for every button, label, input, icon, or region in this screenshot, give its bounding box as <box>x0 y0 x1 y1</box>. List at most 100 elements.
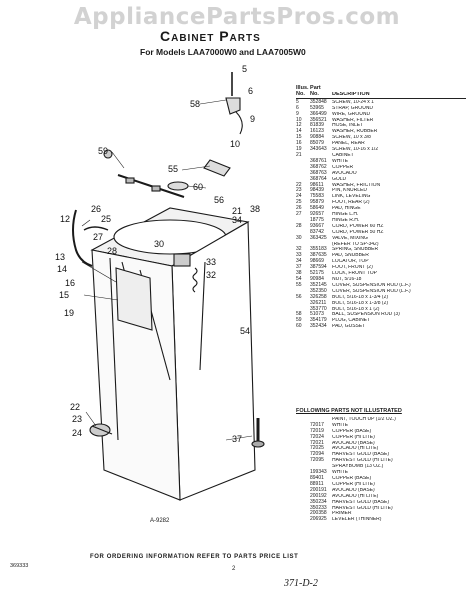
description: SPRING, SNUBBER <box>332 247 379 253</box>
part-no: 366499 <box>310 110 327 117</box>
description: FOOT, FRONT (2) <box>332 265 373 271</box>
part-no: 353770 <box>310 305 327 312</box>
part-no: 368762 <box>310 163 327 170</box>
part-no: 95879 <box>310 199 324 206</box>
figure-reference: A-9282 <box>150 518 170 524</box>
part-no: 368761 <box>310 157 327 164</box>
page-title: Cabinet Parts <box>160 28 261 44</box>
part-no: 199343 <box>310 469 327 476</box>
part-no: 368763 <box>310 169 327 176</box>
callout-22: 22 <box>70 402 80 412</box>
callout-38: 38 <box>250 204 260 214</box>
part-no: 352145 <box>310 281 327 288</box>
part-no: 72024 <box>310 433 324 440</box>
description: COPPER (BASE) <box>332 475 372 481</box>
parts-header: No. No. DESCRIPTION <box>296 91 466 99</box>
illus-no: 5 <box>296 98 299 105</box>
handwritten-number: 371-D-2 <box>284 578 318 589</box>
parts-header-top: Illus. Part <box>296 85 321 91</box>
description: PLUG, CABINET <box>332 318 371 324</box>
part-no: 51073 <box>310 311 324 318</box>
cabinet-plug <box>103 149 113 159</box>
callout-13: 13 <box>55 252 65 262</box>
part-no: 88911 <box>310 480 324 487</box>
part-no: 355183 <box>310 246 327 253</box>
description: PIN, KNURLED <box>332 188 368 194</box>
part-no: 352848 <box>310 98 327 105</box>
illus-no: 59 <box>296 317 302 324</box>
callout-23: 23 <box>72 414 82 424</box>
description: AVOCADO (BASE) <box>332 487 375 493</box>
illus-no: 38 <box>296 270 302 277</box>
part-no: 81839 <box>310 122 324 129</box>
part-no: 53965 <box>310 104 324 111</box>
part-no: 368764 <box>310 175 327 182</box>
ordering-footer: FOR ORDERING INFORMATION REFER TO PARTS … <box>90 554 299 560</box>
callout-56: 56 <box>214 195 224 205</box>
part-no: 387635 <box>310 252 327 259</box>
callout-32: 32 <box>206 270 216 280</box>
part-no: 387594 <box>310 264 327 271</box>
description: FOOT, REAR (2) <box>332 200 370 206</box>
callout-15: 15 <box>59 290 69 300</box>
leveling-link <box>91 425 113 435</box>
callout-27: 27 <box>93 232 103 242</box>
not-illustrated-row: PAINT, TOUCH UP (1/2 OZ.) <box>296 417 466 423</box>
description: STRAP, GROUND <box>332 105 374 111</box>
rear-panel <box>115 267 153 331</box>
callout-55: 55 <box>168 164 178 174</box>
illus-no: 28 <box>296 222 302 229</box>
callout-24: 24 <box>72 428 82 438</box>
part-no: 90884 <box>310 134 324 141</box>
power-cord <box>83 226 109 231</box>
part-no: 98669 <box>310 258 324 265</box>
part-no: 356521 <box>310 116 327 123</box>
description: SCREW, 10-24 x 1 <box>332 99 374 105</box>
part-no: 350234 <box>310 498 327 505</box>
cabinet-left <box>91 249 181 501</box>
not-illustrated-title: FOLLOWING PARTS NOT ILLUSTRATED <box>296 408 402 414</box>
gusset-pad <box>167 181 189 191</box>
callout-28: 28 <box>107 246 117 256</box>
part-no: 16123 <box>310 128 324 135</box>
part-no: 354179 <box>310 317 327 324</box>
not-illustrated-row: 72024 COPPER (HI LITE) <box>296 433 466 441</box>
part-no: 200192 <box>310 492 327 499</box>
callout-59: 59 <box>98 146 108 156</box>
part-no: 72025 <box>310 445 324 452</box>
part-no: 206925 <box>310 516 327 523</box>
description: NUT, 5/16-18 <box>332 277 362 282</box>
illus-no: 23 <box>296 187 302 194</box>
callout-25: 25 <box>101 214 111 224</box>
callout-9: 9 <box>250 114 255 124</box>
description: COPPER <box>332 164 354 170</box>
description: BALL, SUSPENSION ROD (3) <box>332 312 400 318</box>
rear-foot <box>89 423 111 437</box>
illus-no: 60 <box>296 323 302 330</box>
illus-no: 14 <box>296 128 302 135</box>
part-no: 326211 <box>310 299 327 306</box>
description: COPPER (HI LITE) <box>332 434 375 440</box>
parts-row: 5 352848 SCREW, 10-24 x 1 <box>296 98 466 106</box>
part-no: 72021 <box>310 439 324 446</box>
